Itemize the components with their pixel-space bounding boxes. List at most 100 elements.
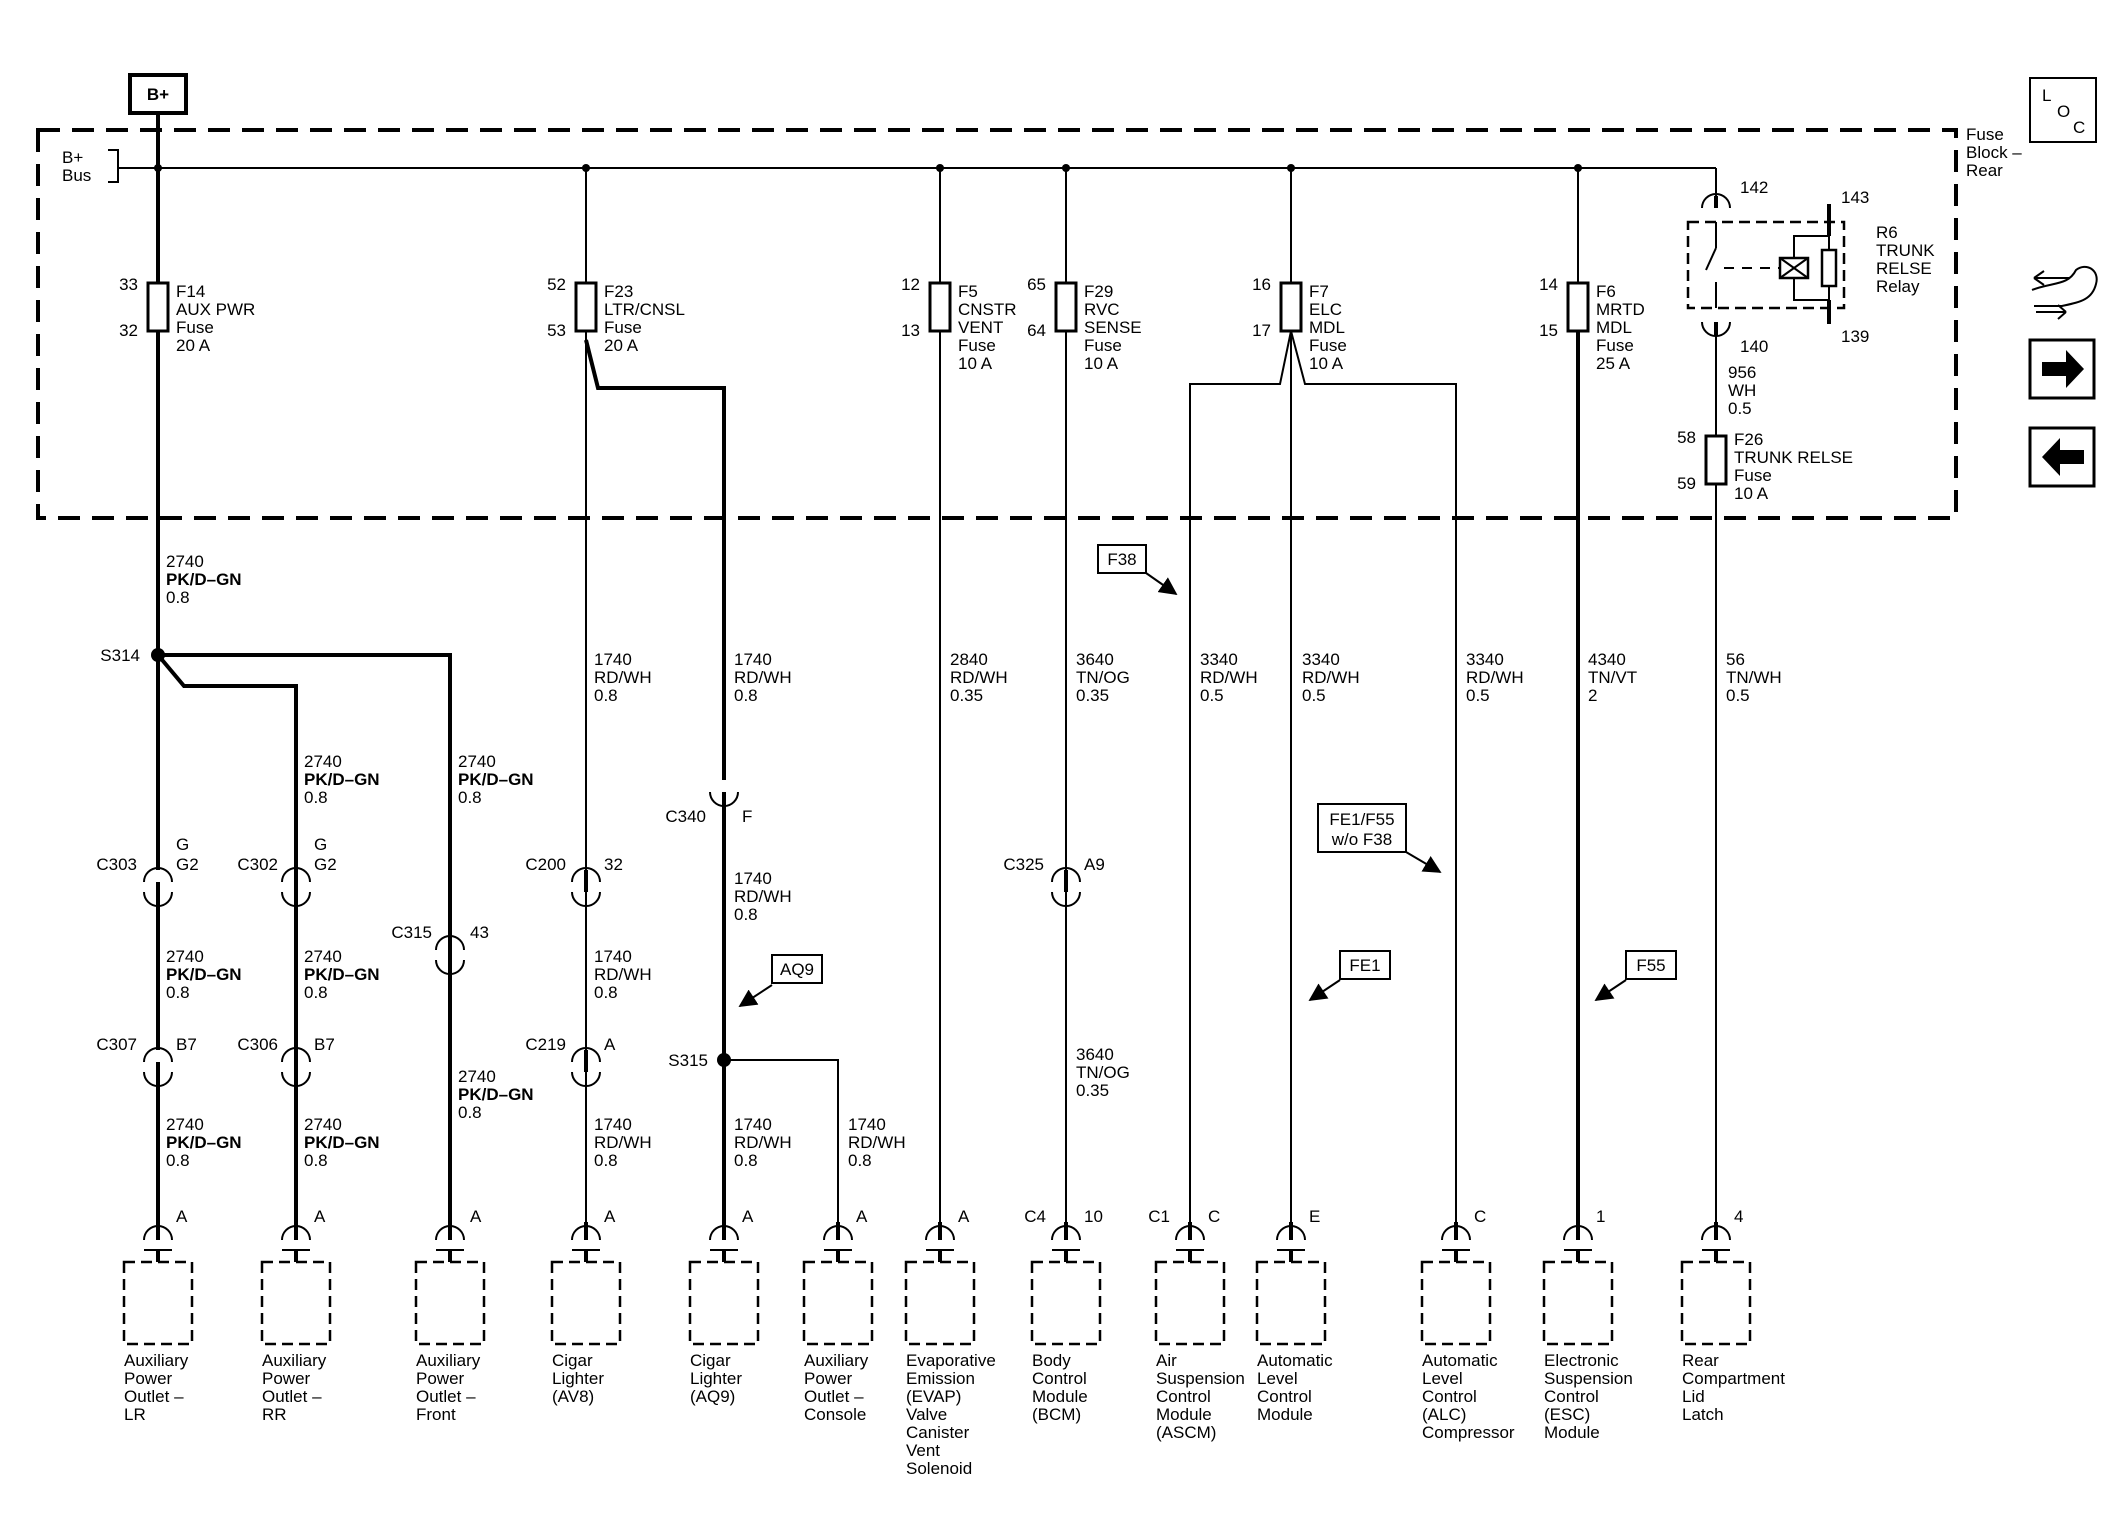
svg-text:2740: 2740: [166, 552, 204, 571]
component-label: Compressor: [1422, 1423, 1515, 1442]
svg-text:2740: 2740: [304, 1115, 342, 1134]
component-label: Auxiliary: [262, 1351, 327, 1370]
svg-text:PK/D–GN: PK/D–GN: [458, 1085, 534, 1104]
svg-text:C325: C325: [1003, 855, 1044, 874]
component-label: Module: [1032, 1387, 1088, 1406]
svg-text:TN/OG: TN/OG: [1076, 668, 1130, 687]
svg-text:RD/WH: RD/WH: [848, 1133, 906, 1152]
next-page-icon[interactable]: [2028, 338, 2096, 400]
svg-text:MDL: MDL: [1596, 318, 1632, 337]
svg-text:RD/WH: RD/WH: [950, 668, 1008, 687]
svg-text:0.5: 0.5: [1200, 686, 1224, 705]
component-label: Automatic: [1422, 1351, 1498, 1370]
svg-text:L: L: [2042, 86, 2051, 105]
svg-text:20 A: 20 A: [176, 336, 211, 355]
component-label: Power: [124, 1369, 173, 1388]
svg-text:0.5: 0.5: [1302, 686, 1326, 705]
svg-text:1740: 1740: [734, 869, 772, 888]
component-label: (AV8): [552, 1387, 594, 1406]
svg-text:140: 140: [1740, 337, 1768, 356]
svg-text:Fuse: Fuse: [604, 318, 642, 337]
previous-page-icon[interactable]: [2028, 426, 2096, 488]
svg-text:F6: F6: [1596, 282, 1616, 301]
svg-text:RD/WH: RD/WH: [734, 887, 792, 906]
svg-text:15: 15: [1539, 321, 1558, 340]
svg-text:E: E: [1309, 1207, 1320, 1226]
svg-text:0.8: 0.8: [166, 983, 190, 1002]
component-label: Level: [1422, 1369, 1463, 1388]
svg-text:PK/D–GN: PK/D–GN: [166, 570, 242, 589]
svg-text:4340: 4340: [1588, 650, 1626, 669]
svg-text:ELC: ELC: [1309, 300, 1342, 319]
svg-text:F38: F38: [1107, 550, 1136, 569]
component-label: Automatic: [1257, 1351, 1333, 1370]
component-label: Lighter: [690, 1369, 742, 1388]
svg-text:PK/D–GN: PK/D–GN: [304, 1133, 380, 1152]
option-fe1-f55-tag: FE1/F55 w/o F38: [1317, 803, 1442, 873]
svg-text:C315: C315: [391, 923, 432, 942]
svg-text:C307: C307: [96, 1035, 137, 1054]
svg-text:w/o F38: w/o F38: [1331, 830, 1392, 849]
component-label: Solenoid: [906, 1459, 972, 1478]
svg-text:58: 58: [1677, 428, 1696, 447]
circuit-cigar-av8: [571, 331, 601, 1222]
svg-text:2740: 2740: [166, 1115, 204, 1134]
svg-text:C: C: [2073, 118, 2085, 137]
svg-text:C4: C4: [1024, 1207, 1046, 1226]
component-label: Control: [1422, 1387, 1477, 1406]
svg-text:0.8: 0.8: [734, 686, 758, 705]
svg-text:A9: A9: [1084, 855, 1105, 874]
svg-text:FE1/F55: FE1/F55: [1329, 810, 1394, 829]
component-label: Lid: [1682, 1387, 1705, 1406]
svg-text:13: 13: [901, 321, 920, 340]
svg-text:CNSTR: CNSTR: [958, 300, 1017, 319]
circuit-f7-branches: [1189, 330, 1457, 1222]
svg-text:RVC: RVC: [1084, 300, 1120, 319]
component-label: Cigar: [690, 1351, 731, 1370]
svg-text:0.8: 0.8: [734, 1151, 758, 1170]
component-label: Lighter: [552, 1369, 604, 1388]
svg-text:0.8: 0.8: [594, 983, 618, 1002]
svg-text:0.35: 0.35: [1076, 686, 1109, 705]
svg-text:F29: F29: [1084, 282, 1113, 301]
component-label: Auxiliary: [804, 1351, 869, 1370]
svg-text:A: A: [958, 1207, 970, 1226]
fuse-f26: 58 59 F26 TRUNK RELSE Fuse 10 A: [1677, 428, 1853, 503]
option-f38-tag: F38: [1097, 544, 1178, 596]
component-label: LR: [124, 1405, 146, 1424]
svg-text:0.8: 0.8: [166, 588, 190, 607]
svg-text:Fuse: Fuse: [1734, 466, 1772, 485]
svg-text:56: 56: [1726, 650, 1745, 669]
component-label: Evaporative: [906, 1351, 996, 1370]
component-label: Front: [416, 1405, 456, 1424]
svg-text:TN/VT: TN/VT: [1588, 668, 1637, 687]
wire-2740-main: 2740 PK/D–GN 0.8: [166, 552, 242, 607]
component-label: Level: [1257, 1369, 1298, 1388]
component-label: Module: [1257, 1405, 1313, 1424]
pin-labels: A A A A A A A C4 10 C1 C E C 1 4: [176, 1207, 1743, 1226]
svg-text:143: 143: [1841, 188, 1869, 207]
svg-text:0.35: 0.35: [1076, 1081, 1109, 1100]
svg-text:PK/D–GN: PK/D–GN: [166, 965, 242, 984]
option-aq9-tag: AQ9: [738, 954, 823, 1007]
svg-text:B7: B7: [176, 1035, 197, 1054]
component-label: Power: [804, 1369, 853, 1388]
svg-text:RD/WH: RD/WH: [594, 965, 652, 984]
svg-text:0.8: 0.8: [304, 788, 328, 807]
component-label: (AQ9): [690, 1387, 735, 1406]
svg-text:3340: 3340: [1200, 650, 1238, 669]
splice-s314-label: S314: [100, 646, 140, 665]
svg-text:SENSE: SENSE: [1084, 318, 1142, 337]
svg-text:0.8: 0.8: [594, 686, 618, 705]
svg-text:G2: G2: [314, 855, 337, 874]
svg-text:Fuse: Fuse: [1596, 336, 1634, 355]
bus-label-2: Bus: [62, 166, 91, 185]
component-label: Air: [1156, 1351, 1177, 1370]
component-label: Control: [1156, 1387, 1211, 1406]
svg-text:2740: 2740: [304, 752, 342, 771]
harness-navigation-icon[interactable]: [2031, 265, 2098, 320]
